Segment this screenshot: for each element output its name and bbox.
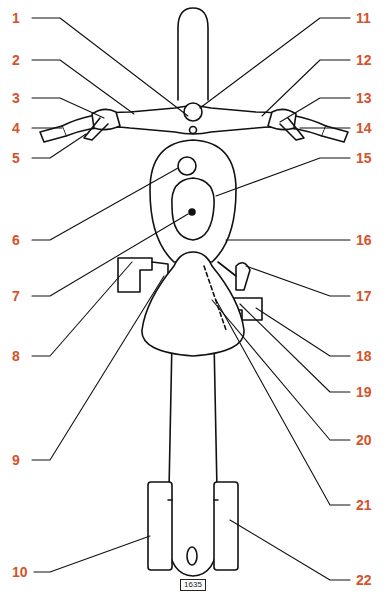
callout-number: 17 — [356, 287, 372, 305]
callout-number: 2 — [12, 51, 20, 69]
callout-number: 13 — [356, 89, 372, 107]
callout-number: 8 — [12, 347, 20, 365]
callout-number: 16 — [356, 231, 372, 249]
callout-number: 5 — [12, 149, 20, 167]
callout-number: 10 — [12, 563, 28, 581]
figure-number: 1635 — [184, 580, 202, 589]
callout-number: 18 — [356, 347, 372, 365]
figure-number-box: 1635 — [180, 579, 206, 591]
callout-number: 6 — [12, 231, 20, 249]
callout-number: 1 — [12, 9, 20, 27]
callout-number: 19 — [356, 383, 372, 401]
callout-number: 12 — [356, 51, 372, 69]
callout-number: 9 — [12, 451, 20, 469]
callout-number: 21 — [356, 496, 372, 514]
callout-number: 7 — [12, 287, 20, 305]
callout-number: 3 — [12, 89, 20, 107]
callout-number: 22 — [356, 571, 372, 589]
callout-number: 14 — [356, 119, 372, 137]
callout-number: 15 — [356, 149, 372, 167]
callout-number: 20 — [356, 431, 372, 449]
callout-number: 11 — [356, 9, 371, 27]
callout-number: 4 — [12, 119, 20, 137]
